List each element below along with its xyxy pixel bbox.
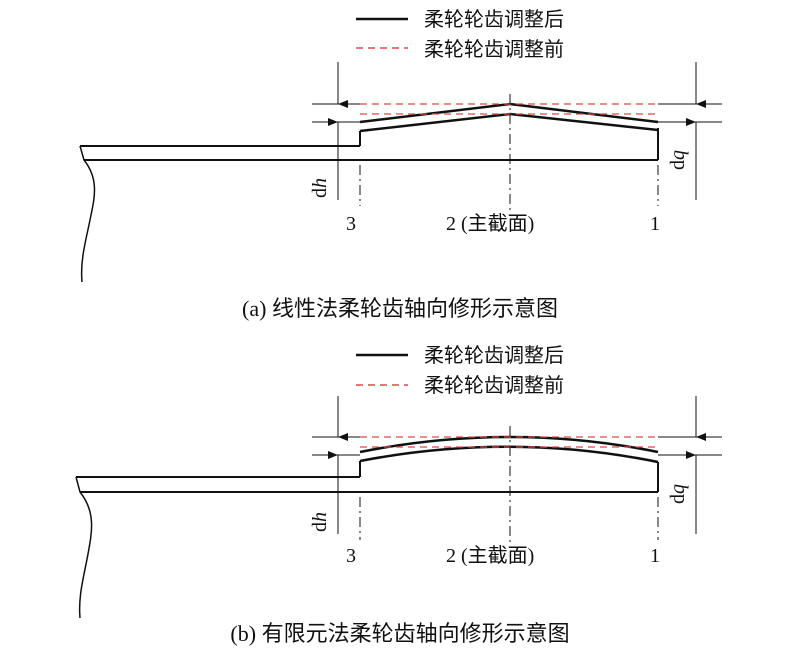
panel-b: 柔轮轮齿调整后 柔轮轮齿调整前 xyxy=(75,343,722,646)
panel-a: 柔轮轮齿调整后 柔轮轮齿调整前 xyxy=(79,7,722,321)
section-lines-b xyxy=(359,426,659,544)
dimension-dh-b xyxy=(312,396,360,534)
dimension-dh-a xyxy=(312,62,360,200)
tooth-profile-after-a xyxy=(359,102,659,133)
dimension-dq-a xyxy=(658,62,722,200)
tooth-profile-after-b xyxy=(359,435,659,464)
dq-label-b: dq xyxy=(667,484,689,504)
caption-b: (b) 有限元法柔轮齿轴向修形示意图 xyxy=(230,621,569,646)
dq-label-a: dq xyxy=(667,150,689,170)
flexspline-shaft-b xyxy=(75,461,659,619)
position-2-label-a: 2 (主截面) xyxy=(446,212,534,235)
position-2-label-b: 2 (主截面) xyxy=(446,544,534,567)
caption-a: (a) 线性法柔轮齿轴向修形示意图 xyxy=(242,296,558,321)
dh-label-b: dh xyxy=(309,512,331,532)
legend-before-label: 柔轮轮齿调整前 xyxy=(424,37,564,61)
tooth-profile-before-a xyxy=(360,103,658,115)
flexspline-shaft-a xyxy=(79,128,659,283)
legend-b: 柔轮轮齿调整后 柔轮轮齿调整前 xyxy=(356,343,564,397)
position-1-label-b: 1 xyxy=(650,545,660,567)
position-3-label-a: 3 xyxy=(346,213,356,235)
legend-after-label: 柔轮轮齿调整后 xyxy=(424,343,564,367)
tooth-profile-before-b xyxy=(360,436,658,448)
legend-before-label: 柔轮轮齿调整前 xyxy=(424,373,564,397)
dimension-dq-b xyxy=(658,396,722,534)
dh-label-a: dh xyxy=(309,178,331,198)
section-lines-a xyxy=(359,94,659,210)
legend-a: 柔轮轮齿调整后 柔轮轮齿调整前 xyxy=(356,7,564,61)
legend-after-label: 柔轮轮齿调整后 xyxy=(424,7,564,31)
position-3-label-b: 3 xyxy=(346,545,356,567)
position-1-label-a: 1 xyxy=(650,213,660,235)
